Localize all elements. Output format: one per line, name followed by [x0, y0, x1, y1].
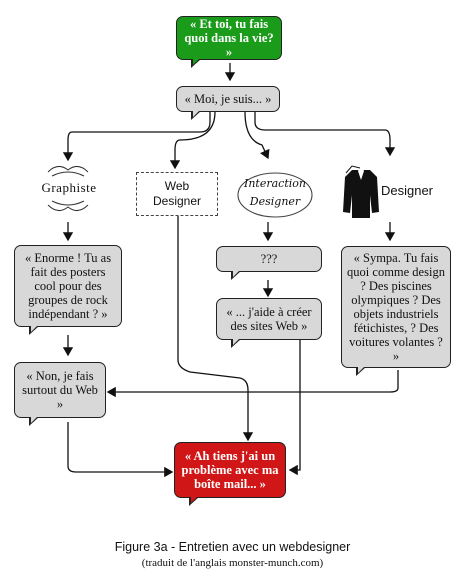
- graphiste-ornament: [47, 166, 89, 211]
- question-bubble: « Et toi, tu fais quoi dans la vie? »: [176, 16, 282, 68]
- answer-bubble: « Moi, je suis... »: [176, 86, 280, 120]
- role-designer: Designer: [380, 183, 434, 198]
- interaction-oval: [237, 172, 313, 218]
- final-bubble: « Ah tiens j'ai un problème avec ma boît…: [174, 442, 286, 506]
- interaction-reply2-bubble: « ... j'aide à créer des sites Web »: [216, 298, 322, 348]
- role-graphiste: Graphiste: [41, 180, 97, 195]
- edge-answer-branches: [62, 112, 211, 162]
- non-reply-bubble: « Non, je fais surtout du Web »: [14, 362, 106, 426]
- designer-reply-bubble: « Sympa. Tu fais quoi comme design ? Des…: [341, 246, 451, 376]
- graphiste-reply-bubble: « Enorme ! Tu as fait des posters cool p…: [14, 245, 122, 335]
- role-webdesigner: Web Designer: [136, 172, 218, 216]
- figure-source: (traduit de l'anglais monster-munch.com): [141, 557, 324, 569]
- role-interaction-designer: Interaction Designer: [244, 177, 306, 208]
- jacket-icon: [343, 165, 379, 218]
- interaction-reply-bubble: ???: [216, 246, 322, 280]
- figure-caption: Figure 3a - Entretien avec un webdesigne…: [114, 540, 351, 554]
- question-text: « Et toi, tu fais quoi dans la vie? »: [184, 17, 274, 59]
- answer-text: « Moi, je suis... »: [184, 92, 272, 106]
